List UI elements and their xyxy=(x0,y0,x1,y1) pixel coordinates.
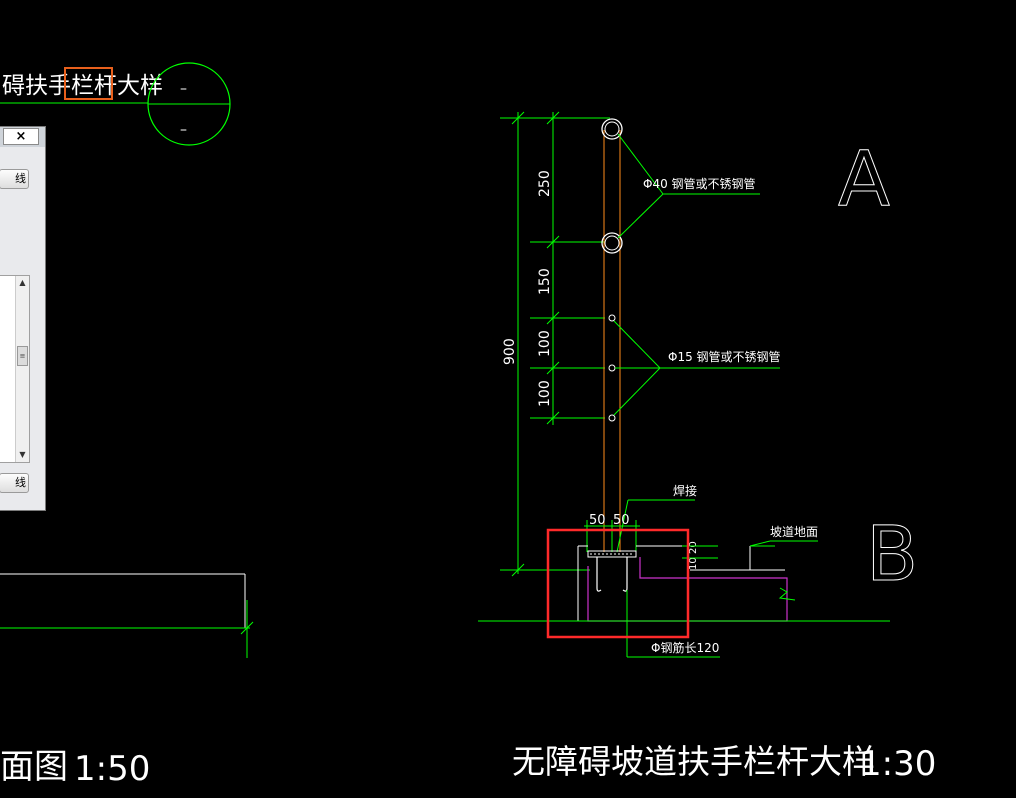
leader-40-a xyxy=(617,133,664,195)
label-pipe40: Φ40 钢管或不锈钢管 xyxy=(643,176,756,191)
label-weld: 焊接 xyxy=(673,483,697,498)
dim-50b-text: 50 xyxy=(613,513,630,528)
marker-a: A xyxy=(838,134,890,223)
small-bar-1 xyxy=(608,314,616,322)
dim-tick-total-top xyxy=(511,111,525,125)
small-bar-2 xyxy=(608,364,616,372)
label-ramp: 坡道地面 xyxy=(770,525,818,539)
dialog-button-top[interactable]: 线 xyxy=(0,169,29,189)
dim-250-text: 250 xyxy=(537,170,553,197)
scrollbar[interactable]: ▲ ≡ ▼ xyxy=(15,276,29,462)
left-plan-tick xyxy=(240,621,254,635)
dim-small-b-text: 10 xyxy=(688,557,699,570)
dim-tick-1 xyxy=(546,111,560,125)
dim-100a-text: 100 xyxy=(537,330,553,357)
floating-dialog[interactable]: × 线 ▲ ≡ ▼ 线 xyxy=(0,126,46,511)
dim-tick-total-bottom xyxy=(511,563,525,577)
dim-tick-3 xyxy=(546,311,560,325)
leader-15-a xyxy=(613,320,661,369)
dim-tick-2 xyxy=(546,235,560,249)
rail-top-outer xyxy=(601,118,623,140)
leader-40-b xyxy=(617,193,664,239)
main-scale: 1:30 xyxy=(860,744,936,784)
dialog-button-bottom[interactable]: 线 xyxy=(0,473,29,493)
highlight-box-red xyxy=(546,528,690,639)
concrete-outline xyxy=(587,557,788,622)
marker-b: B xyxy=(866,509,918,598)
scroll-down-icon[interactable]: ▼ xyxy=(19,450,26,459)
dialog-titlebar[interactable]: × xyxy=(0,127,45,147)
break-line xyxy=(778,587,796,601)
dim-tick-4 xyxy=(546,361,560,375)
dim-total-text: 900 xyxy=(502,338,518,365)
main-title: 无障碍坡道扶手栏杆大样 xyxy=(512,742,875,781)
close-icon[interactable]: × xyxy=(3,128,39,145)
dim-small-a-text: 20 xyxy=(688,541,699,554)
label-pipe15: Φ15 钢管或不锈钢管 xyxy=(668,349,781,364)
scroll-thumb-icon[interactable]: ≡ xyxy=(17,346,28,366)
rail-second-inner xyxy=(604,235,620,251)
detail-title-top: 碍扶手栏杆大样 xyxy=(2,73,163,99)
dim-tick-5 xyxy=(546,411,560,425)
anchor-bar-right xyxy=(622,557,628,592)
dim-100b-text: 100 xyxy=(537,380,553,407)
leader-ramp-diag xyxy=(749,540,771,547)
base-plate xyxy=(587,550,637,558)
rail-top-inner xyxy=(604,121,620,137)
left-bottom-scale: 1:50 xyxy=(74,749,150,789)
leader-15-c xyxy=(613,367,661,416)
anchor-bar-left xyxy=(596,557,602,592)
detail-index-upper: – xyxy=(180,81,187,97)
scroll-up-icon[interactable]: ▲ xyxy=(19,278,26,287)
selection-highlight-box xyxy=(64,67,113,100)
dim-150-text: 150 xyxy=(537,268,553,295)
label-rebar: Φ钢筋长120 xyxy=(651,640,719,655)
left-bottom-title: 面图 xyxy=(0,747,68,787)
dim-50a-text: 50 xyxy=(589,513,606,528)
dialog-list[interactable]: ▲ ≡ ▼ xyxy=(0,275,30,463)
detail-index-lower: – xyxy=(180,122,187,138)
small-bar-3 xyxy=(608,414,616,422)
rail-second-outer xyxy=(601,232,623,254)
